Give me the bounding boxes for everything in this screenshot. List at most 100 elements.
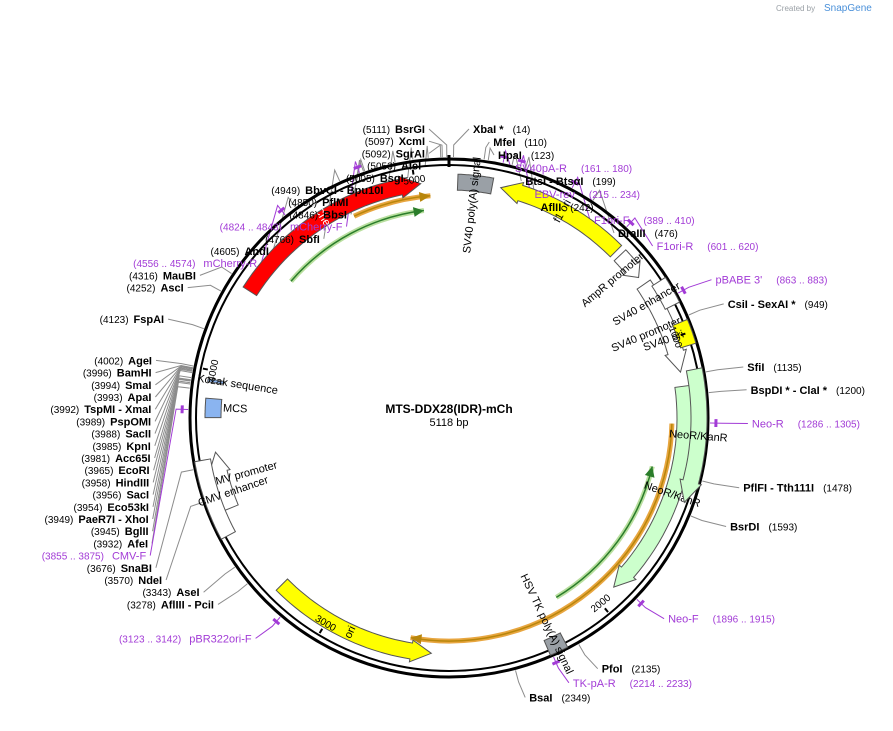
feature-10[interactable]: ori [275, 578, 433, 663]
enzyme-label-row: (3981)Acc65I [81, 453, 150, 465]
primer-site[interactable]: (4556 .. 4574)mCherry-R [133, 258, 257, 270]
primer-site[interactable]: Neo-F(1896 .. 1915) [668, 614, 775, 626]
ruler-label: 5000 [403, 174, 427, 188]
enzyme-site[interactable]: (3992)TspMI - XmaI [50, 404, 151, 416]
enzyme-site[interactable]: MfeI(110) [493, 137, 547, 149]
primer-label-row: F1ori-R(601 .. 620) [657, 241, 759, 253]
feature-label: ori [342, 624, 358, 640]
enzyme-site[interactable]: SfiI(1135) [747, 362, 801, 374]
primer-site[interactable]: EBV-rev(215 .. 234) [535, 189, 641, 201]
enzyme-site[interactable]: (4123)FspAI [100, 314, 164, 326]
enzyme-site[interactable]: PfoI(2135) [602, 664, 661, 676]
enzyme-name: EcoRI [118, 465, 149, 477]
primer-site[interactable]: (4824 .. 4843) mCherry-F [220, 222, 343, 234]
enzyme-site[interactable]: (4002)AgeI [94, 355, 152, 367]
feature-8[interactable]: NeoR/KanR [669, 367, 728, 504]
enzyme-site[interactable]: (4846)BbsI [289, 209, 347, 221]
enzyme-site[interactable]: AflII(242) [541, 202, 594, 214]
enzyme-site[interactable]: BsaI(2349) [529, 692, 590, 704]
primer-site[interactable]: pBABE 3'(863 .. 883) [716, 275, 828, 287]
enzyme-site[interactable]: (5092)SgrAI [362, 148, 425, 160]
enzyme-site[interactable]: DraIII(476) [618, 228, 678, 240]
feature-13[interactable]: MCS [204, 397, 248, 419]
enzyme-site[interactable]: BtsI - BtsαI(199) [525, 176, 615, 188]
enzyme-name: PflMI [322, 197, 348, 209]
enzyme-label-row: BsaI(2349) [529, 692, 590, 704]
feature-3[interactable]: AmpR promoter [579, 249, 647, 310]
feature-1[interactable]: SV40 poly(A) signal [456, 157, 495, 254]
enzyme-site[interactable]: (4766)SbfI [265, 234, 320, 246]
enzyme-position: (949) [805, 300, 828, 311]
primer-site[interactable]: (3855 .. 3875)CMV-F [42, 551, 147, 563]
enzyme-name: BbsI [323, 209, 347, 221]
primer-mark [277, 206, 286, 214]
enzyme-label-row: MfeI(110) [493, 137, 547, 149]
enzyme-site[interactable]: (3994)SmaI [91, 380, 151, 392]
enzyme-site[interactable]: (4252)AscI [127, 283, 184, 295]
enzyme-site[interactable]: (3676)SnaBI [87, 563, 152, 575]
enzyme-site[interactable]: (3343)AseI [142, 587, 199, 599]
enzyme-label-row: (5053)AleI [367, 161, 421, 173]
enzyme-leader [155, 364, 193, 374]
ruler-tick-mark [202, 367, 209, 371]
primer-name: mCherry-F [290, 222, 343, 234]
plasmid-name: MTS-DDX28(IDR)-mCh [385, 402, 512, 416]
enzyme-site[interactable]: (5111)BsrGI [363, 124, 425, 136]
enzyme-site[interactable]: BspDI * - ClaI *(1200) [751, 385, 865, 397]
enzyme-site[interactable]: (3985)KpnI [92, 441, 150, 453]
primer-site[interactable]: F1ori-R(601 .. 620) [657, 241, 759, 253]
enzyme-site[interactable]: (3932)AfeI [93, 538, 148, 550]
enzyme-position: (3958) [82, 478, 111, 489]
enzyme-name: PaeR7I - XhoI [78, 514, 148, 526]
enzyme-site[interactable]: (5005)BsgI [346, 173, 404, 185]
enzyme-site[interactable]: (3988)SacII [91, 429, 151, 441]
enzyme-position: (3994) [91, 381, 120, 392]
enzyme-site[interactable]: (5097)XcmI [365, 136, 425, 148]
enzyme-label-row: (3343)AseI [142, 587, 199, 599]
enzyme-site[interactable]: CsiI - SexAI *(949) [728, 299, 828, 311]
primer-site[interactable]: F1ori-F(389 .. 410) [594, 215, 695, 227]
enzyme-site[interactable]: (4850)PflMI [288, 197, 348, 209]
primer-site[interactable]: TK-pA-R(2214 .. 2233) [573, 678, 692, 690]
center-title: MTS-DDX28(IDR)-mCh 5118 bp [385, 402, 512, 429]
enzyme-site[interactable]: (3949)PaeR7I - XhoI [44, 514, 148, 526]
enzyme-leader [487, 146, 495, 161]
enzyme-position: (2135) [631, 665, 660, 676]
enzyme-site[interactable]: (4949)BbvCI - Bpu10I [271, 185, 383, 197]
enzyme-site[interactable]: (3989)PspOMI [76, 416, 151, 428]
enzyme-site[interactable]: (3958)HindIII [82, 477, 150, 489]
enzyme-site[interactable]: (3996)BamHI [83, 368, 152, 380]
primer-position: (4824 .. 4843) [220, 223, 282, 234]
enzyme-site[interactable]: XbaI *(14) [473, 124, 530, 136]
enzyme-site[interactable]: (3981)Acc65I [81, 453, 150, 465]
enzyme-name: XbaI * [473, 124, 504, 136]
enzyme-site[interactable]: HpaI(123) [498, 150, 554, 162]
enzyme-site[interactable]: (4316)MauBI [129, 270, 196, 282]
enzyme-name: SacI [126, 490, 149, 502]
enzyme-site[interactable]: (3278)AflIII - PciI [127, 599, 214, 611]
enzyme-leader [154, 366, 193, 410]
enzyme-name: MauBI [163, 270, 196, 282]
enzyme-site[interactable]: (3956)SacI [93, 490, 150, 502]
primer-site[interactable]: SV40pA-R(161 .. 180) [515, 163, 632, 175]
feature-shape [679, 367, 708, 504]
enzyme-name: BsgI [380, 173, 404, 185]
enzyme-name: NdeI [138, 575, 162, 587]
feature-9[interactable]: HSV TK poly(A) signal [518, 572, 576, 676]
primer-mark [551, 659, 561, 666]
enzyme-label-row: (4850)PflMI [288, 197, 348, 209]
enzyme-site[interactable]: (3965)EcoRI [85, 465, 150, 477]
primer-site[interactable]: (3123 .. 3142)pBR322ori-F [119, 633, 252, 645]
enzyme-site[interactable]: (4605)AhdI [211, 246, 269, 258]
primer-site[interactable]: Neo-R(1286 .. 1305) [752, 418, 860, 430]
enzyme-site[interactable]: BsrDI(1593) [730, 522, 797, 534]
enzyme-site[interactable]: (5053)AleI [367, 161, 421, 173]
enzyme-name: BsrDI [730, 522, 759, 534]
enzyme-site[interactable]: (3993)ApaI [94, 392, 152, 404]
feature-2[interactable]: f1 ori [499, 181, 623, 258]
enzyme-site[interactable]: PflFI - Tth111I(1478) [743, 483, 852, 495]
enzyme-site[interactable]: (3954)Eco53kI [74, 502, 150, 514]
enzyme-site[interactable]: (3570)NdeI [104, 575, 162, 587]
enzyme-site[interactable]: (3945)BglII [91, 526, 149, 538]
